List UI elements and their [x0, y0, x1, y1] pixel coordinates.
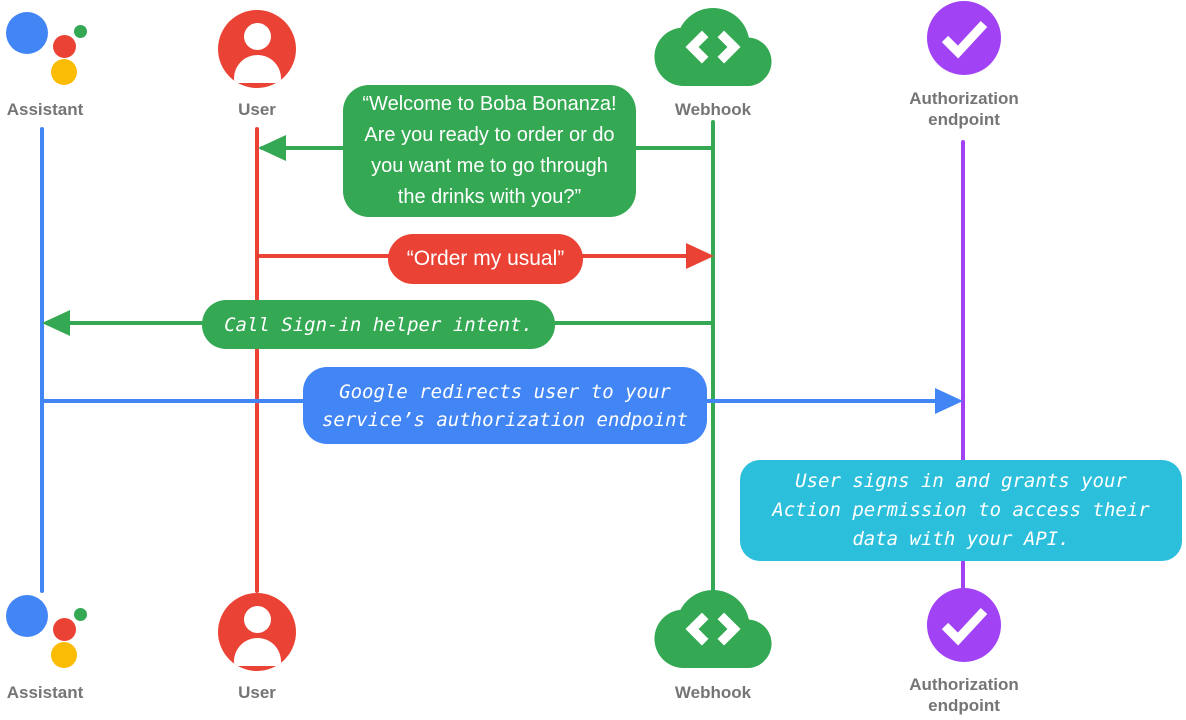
- assistant-lifeline: [40, 127, 44, 593]
- assistant-green-dot: [74, 608, 87, 621]
- assistant-red-circle: [53, 35, 76, 58]
- cloud-code-icon: [654, 8, 772, 88]
- assistant-red-circle: [53, 618, 76, 641]
- user-lifeline: [255, 127, 259, 593]
- signin-helper-bubble: Call Sign-in helper intent.: [202, 300, 555, 349]
- actor-label-webhook-top: Webhook: [674, 100, 752, 119]
- actor-label-auth-top: Authorization endpoint: [909, 89, 1019, 129]
- actor-label-assistant-bottom: Assistant: [6, 683, 84, 702]
- person-torso: [234, 55, 281, 83]
- actor-label-auth-bottom: Authorization endpoint: [909, 675, 1019, 715]
- assistant-blue-circle: [6, 12, 48, 54]
- webhook-lifeline: [711, 120, 715, 593]
- person-torso: [234, 638, 281, 666]
- person-head: [244, 23, 271, 50]
- authorization-endpoint-lifeline: [961, 140, 965, 593]
- arrow-left-icon: [258, 135, 286, 161]
- person-head: [244, 606, 271, 633]
- assistant-green-dot: [74, 25, 87, 38]
- user-signin-note-bubble: User signs in and grants your Action per…: [740, 460, 1182, 561]
- actor-label-assistant-top: Assistant: [6, 100, 84, 119]
- google-assistant-logo-icon: [4, 593, 94, 679]
- check-circle-icon: [927, 1, 1001, 75]
- redirect-bubble: Google redirects user to your service’s …: [303, 367, 707, 444]
- check-circle-icon: [927, 588, 1001, 662]
- arrow-right-icon: [935, 388, 963, 414]
- actor-label-user-top: User: [238, 100, 276, 119]
- arrow-right-icon: [686, 243, 714, 269]
- actor-label-user-bottom: User: [238, 683, 276, 702]
- google-assistant-logo-icon: [4, 10, 94, 96]
- cloud-code-icon: [654, 590, 772, 670]
- actor-label-webhook-bottom: Webhook: [674, 683, 752, 702]
- person-circle-icon: [218, 593, 296, 671]
- arrow-left-icon: [42, 310, 70, 336]
- assistant-yellow-circle: [51, 59, 77, 85]
- order-speech-bubble: “Order my usual”: [388, 234, 583, 284]
- assistant-blue-circle: [6, 595, 48, 637]
- assistant-yellow-circle: [51, 642, 77, 668]
- person-circle-icon: [218, 10, 296, 88]
- welcome-speech-bubble: “Welcome to Boba Bonanza! Are you ready …: [343, 85, 636, 217]
